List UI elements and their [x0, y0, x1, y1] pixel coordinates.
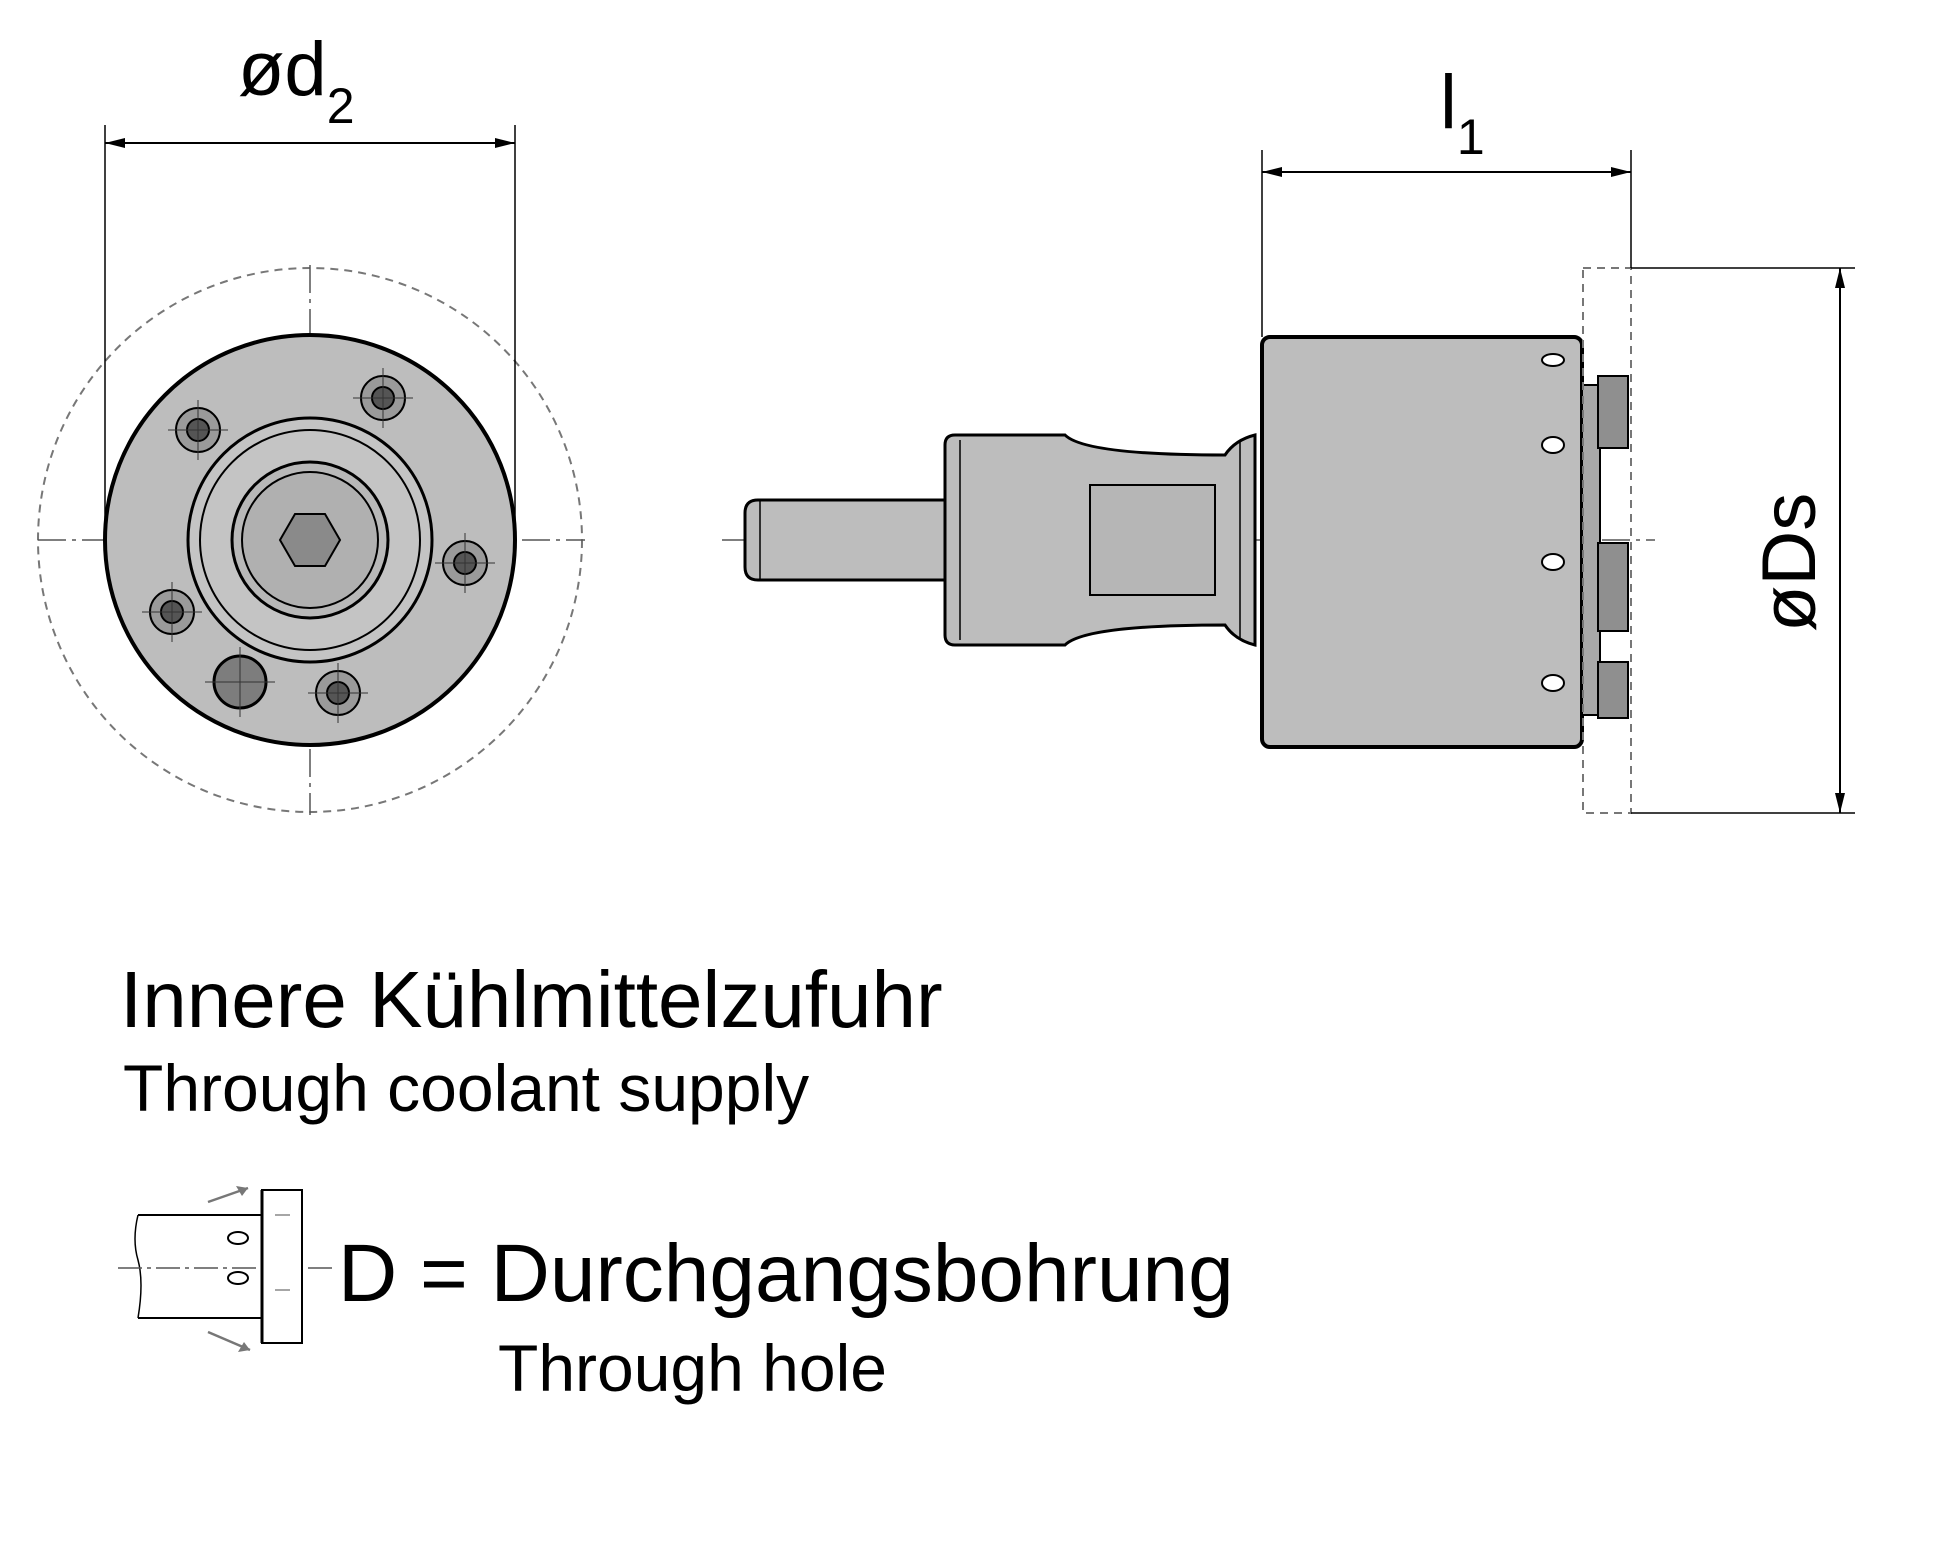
through-hole-symbol — [118, 1186, 335, 1352]
ds-label: øDs — [1747, 493, 1832, 632]
side-nuts — [1597, 375, 1629, 719]
legend-symbol-subtext: Through hole — [498, 1331, 887, 1405]
side-view: l1 øDs — [722, 60, 1855, 814]
front-ring-mid — [199, 429, 421, 651]
legend-subtitle: Through coolant supply — [123, 1051, 810, 1125]
front-view: ød2 — [37, 27, 585, 815]
side-dashed-envelope — [1582, 267, 1632, 814]
legend-symbol-text: D = Durchgangsbohrung — [338, 1228, 1234, 1319]
front-screws — [149, 375, 488, 716]
hex-socket-icon — [278, 513, 342, 567]
side-flat — [1089, 484, 1216, 596]
side-shaft — [743, 498, 947, 582]
side-ports — [1541, 353, 1565, 692]
d2-label: ød2 — [238, 27, 355, 134]
front-screw-crosshairs — [142, 368, 495, 723]
side-body — [1260, 335, 1584, 749]
l1-label: l1 — [1440, 60, 1485, 165]
legend-title: Innere Kühlmittelzufuhr — [120, 955, 943, 1044]
